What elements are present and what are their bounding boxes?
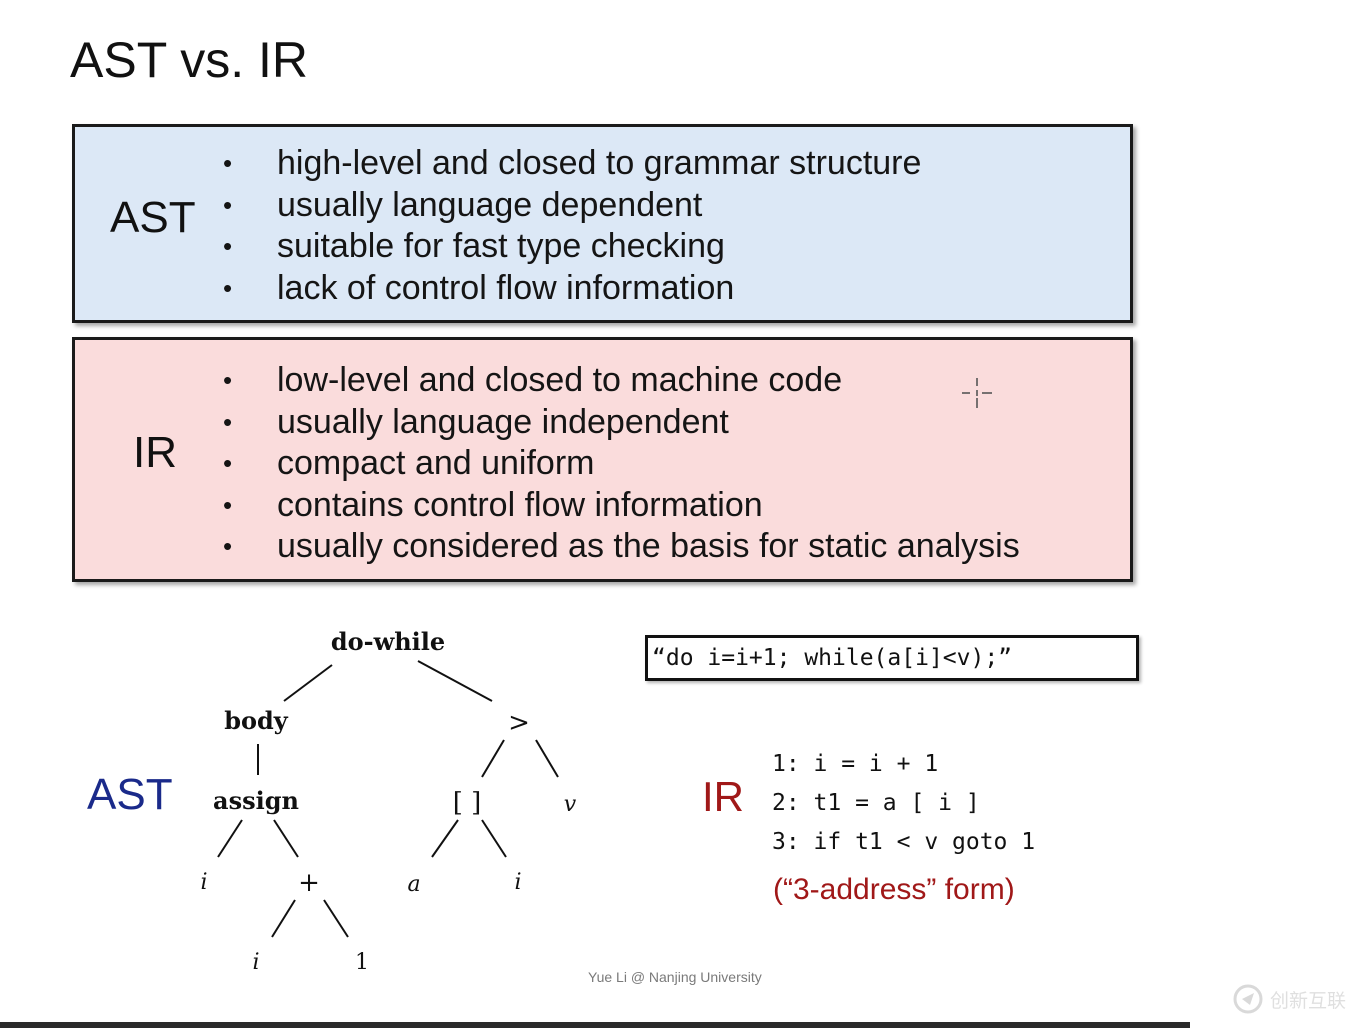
code-snippet-box: “do i=i+1; while(a[i]<v);” — [645, 635, 1139, 681]
tree-node-i: i — [514, 870, 521, 895]
ast-bullet: high-level and closed to grammar structu… — [223, 143, 921, 185]
ir-box: IR low-level and closed to machine code … — [72, 337, 1133, 582]
ast-bullet: lack of control flow information — [223, 268, 921, 310]
slide-title: AST vs. IR — [70, 32, 309, 88]
ir-box-label: IR — [133, 428, 177, 477]
tree-edge — [323, 899, 349, 938]
ir-bullet: usually considered as the basis for stat… — [223, 526, 1020, 568]
watermark-text: 创新互联 — [1270, 990, 1347, 1012]
ast-bullet-list: high-level and closed to grammar structu… — [223, 143, 921, 309]
tree-node-body: body — [224, 706, 289, 735]
tree-edge — [217, 819, 243, 858]
bottom-bar — [0, 1022, 1190, 1028]
tree-edge — [283, 664, 333, 702]
tree-edge — [481, 819, 507, 858]
ir-form-note: (“3-address” form) — [773, 873, 1015, 906]
ast-tree-diagram: do-while body > assign [ ] v i + a i i 1 — [200, 627, 577, 975]
tree-node-i: i — [200, 870, 207, 895]
tree-node-v: v — [564, 792, 577, 817]
tree-node-assign: assign — [213, 786, 299, 815]
ir-diagram-label: IR — [702, 773, 744, 820]
ir-bullet: contains control flow information — [223, 485, 1020, 527]
tree-node-greater-than: > — [508, 708, 530, 738]
ir-bullet: compact and uniform — [223, 443, 1020, 485]
ir-code-listing: 1: i = i + 1 2: t1 = a [ i ] 3: if t1 < … — [772, 745, 1035, 862]
tree-edge — [271, 899, 296, 938]
tree-node-plus: + — [298, 868, 320, 898]
ast-bullet: suitable for fast type checking — [223, 226, 921, 268]
ast-diagram-label: AST — [87, 770, 173, 819]
tree-edge — [431, 819, 459, 858]
ir-bullet: usually language independent — [223, 402, 1020, 444]
ir-bullet-list: low-level and closed to machine code usu… — [223, 360, 1020, 568]
tree-node-index: [ ] — [453, 788, 482, 818]
ir-bullet: low-level and closed to machine code — [223, 360, 1020, 402]
ast-box: AST high-level and closed to grammar str… — [72, 124, 1133, 323]
tree-edge — [535, 739, 559, 778]
crosshair-cursor-icon — [962, 378, 992, 408]
ir-code-line: 3: if t1 < v goto 1 — [772, 829, 1036, 855]
watermark-logo-icon — [1233, 984, 1263, 1014]
tree-node-one: 1 — [355, 950, 369, 975]
slide-footer: Yue Li @ Nanjing University — [588, 969, 762, 985]
ast-bullet: usually language dependent — [223, 185, 921, 227]
ast-box-label: AST — [110, 193, 196, 242]
watermark: 创新互联 — [1232, 983, 1362, 1015]
tree-edge — [273, 819, 299, 858]
tree-edges — [217, 660, 559, 938]
ir-code-line: 2: t1 = a [ i ] — [772, 790, 980, 816]
tree-node-a: a — [407, 872, 420, 897]
ir-code-line: 1: i = i + 1 — [772, 751, 939, 777]
tree-node-i: i — [252, 950, 259, 975]
tree-edge — [417, 660, 493, 702]
tree-node-do-while: do-while — [331, 627, 445, 656]
tree-edge — [481, 739, 505, 778]
